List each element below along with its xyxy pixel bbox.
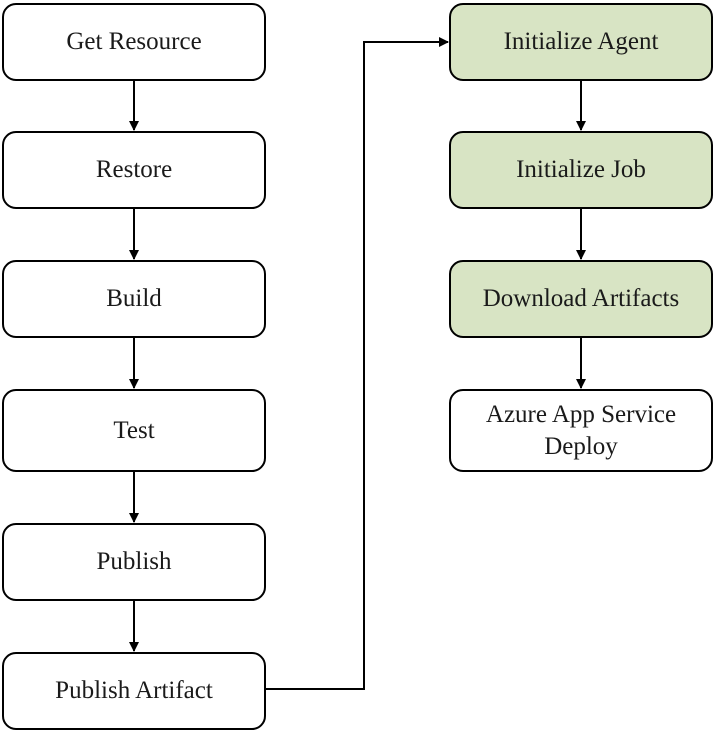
- step-label: Build: [106, 285, 162, 312]
- step-label: Download Artifacts: [482, 285, 680, 312]
- step-label: Get Resource: [66, 28, 202, 55]
- step-label: Publish: [96, 548, 172, 575]
- step-initialize-agent: Initialize Agent: [449, 3, 713, 81]
- step-label: Publish Artifact: [55, 677, 213, 704]
- step-get-resource: Get Resource: [2, 3, 266, 81]
- step-label: Test: [113, 416, 155, 444]
- step-label: Initialize Agent: [503, 28, 659, 55]
- step-download-artifacts: Download Artifacts: [449, 260, 713, 338]
- arrow-publish-artifact-to-initialize-agent: [266, 37, 449, 690]
- step-restore: Restore: [2, 131, 266, 209]
- step-test: Test: [2, 389, 266, 472]
- step-label: Restore: [95, 156, 173, 183]
- step-initialize-job: Initialize Job: [449, 131, 713, 209]
- step-build: Build: [2, 260, 266, 338]
- step-publish: Publish: [2, 523, 266, 601]
- step-azure-app-service-deploy: Azure App Service Deploy: [449, 389, 713, 472]
- step-label: Azure App Service Deploy: [485, 400, 677, 460]
- step-label: Initialize Job: [516, 156, 646, 183]
- step-publish-artifact: Publish Artifact: [2, 652, 266, 730]
